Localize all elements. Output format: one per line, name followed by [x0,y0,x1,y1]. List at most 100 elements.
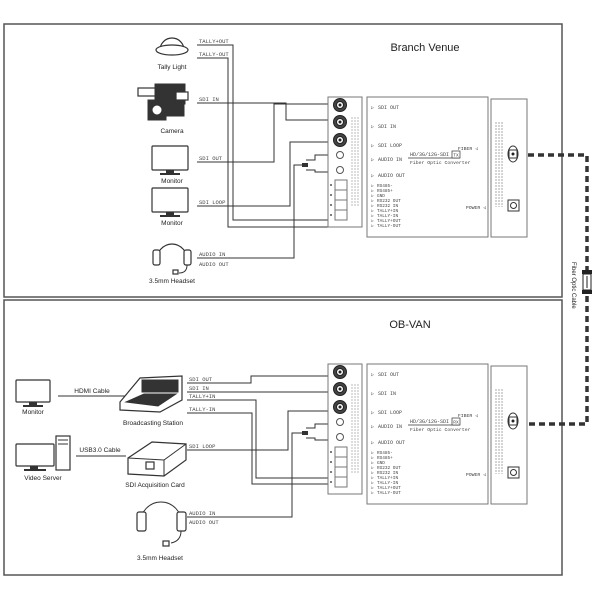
audio-jack [336,166,344,174]
converter-badge [451,150,461,159]
wire-label: TALLY+IN [189,393,215,400]
bnc-connector [333,115,347,129]
port-marker-icon: ▷ [371,451,374,456]
terminal-label: TALLY+IN [377,209,398,214]
bnc-connector [333,98,347,112]
port-label: SDI OUT [378,105,399,111]
audio-jack [336,151,344,159]
terminal-label: TALLY-OUT [377,491,401,496]
port-marker-icon: ▷ [371,424,374,430]
wire-label: SDI LOOP [199,199,225,206]
terminal-label: RS232 OUT [377,199,401,204]
port-label: AUDIO OUT [378,173,405,179]
port-marker-icon: ▷ [371,410,374,416]
converter-model: HD/3G/12G-SDI [410,152,449,158]
camera-icon [137,83,189,121]
device-label: Monitor [161,220,184,227]
terminal-label: RS232 IN [377,204,398,209]
port-marker-icon: ▷ [371,481,374,486]
converter-badge-text: TX [453,153,459,159]
branch-wiring [197,44,328,259]
ob-van-title: OB-VAN [389,319,430,331]
port-label: SDI LOOP [378,410,402,416]
bnc-connector [333,382,347,396]
converter-rear-panel [490,98,528,238]
wire-label: AUDIO IN [199,251,225,258]
port-label: AUDIO IN [378,424,402,430]
port-marker-icon: ▷ [371,124,374,130]
port-marker-icon: ▷ [371,204,374,209]
port-label: SDI LOOP [378,143,402,149]
converter-model: HD/3G/12G-SDI [410,419,449,425]
device-label: Tally Light [158,64,187,71]
port-marker-icon: ▷ [371,471,374,476]
port-marker-icon: ▷ [371,391,374,397]
device-label: Video Server [24,475,62,482]
ob-van-frame [3,299,563,576]
wire-label: SDI LOOP [189,443,215,450]
cable-label: HDMI Cable [74,388,110,395]
converter-front-panel [366,96,489,238]
port-marker-icon: ▷ [371,143,374,149]
port-marker-icon: ▷ [371,224,374,229]
terminal-label: TALLY+OUT [377,219,401,224]
headset-icon [152,243,192,275]
port-label: AUDIO IN [378,157,402,163]
port-marker-icon: ▷ [371,372,374,378]
port-marker-icon: ▷ [371,189,374,194]
port-marker-icon: ▷ [371,199,374,204]
converter-subtitle: Fiber Optic Converter [410,427,471,433]
cable-label: USB3.0 Cable [79,447,121,454]
port-label: SDI OUT [378,372,399,378]
wire-label: TALLY+OUT [199,38,229,45]
port-marker-icon: ▷ [371,456,374,461]
terminal-label: TALLY-OUT [377,224,401,229]
terminal-label: RS485- [377,184,393,189]
monitor-icon [15,379,51,407]
device-label: 3.5mm Headset [149,278,195,285]
tx-fiber-converter: ▷SDI OUT▷SDI IN▷SDI LOOP▷AUDIO IN▷AUDIO … [327,96,528,238]
port-marker-icon: ▷ [371,209,374,214]
terminal-label: TALLY+OUT [377,486,401,491]
terminal-label: RS485+ [377,456,393,461]
bnc-connector [333,400,347,414]
wire-label: TALLY-IN [189,406,215,413]
monitor-icon [151,187,189,217]
converter-rear-panel [490,365,528,505]
rx-fiber-converter: ▷SDI OUT▷SDI IN▷SDI LOOP▷AUDIO IN▷AUDIO … [327,363,528,505]
terminal-label: TALLY+IN [377,476,398,481]
audio-jack [336,418,344,426]
device-label: 3.5mm Headset [137,555,183,562]
wire-label: TALLY-OUT [199,51,229,58]
terminal-label: GND [377,194,385,199]
branch-venue-title: Branch Venue [390,42,459,54]
port-marker-icon: ▷ [371,491,374,496]
port-marker-icon: ▷ [371,157,374,163]
monitor-icon [151,145,189,175]
device-label: SDI Acquisition Card [125,482,185,489]
device-label: Monitor [161,178,184,185]
tally-light-icon [155,37,189,56]
ob-van-wiring [187,375,328,518]
wire-label: AUDIO OUT [199,261,229,268]
port-marker-icon: ▷ [371,440,374,446]
port-marker-icon: ▷ [371,105,374,111]
fiber-connector-icon [507,145,519,163]
port-marker-icon: ▷ [371,184,374,189]
video-server-icon [15,435,71,471]
fiber-optic-cable [528,153,592,426]
fiber-port-label: FIBER ◁ [458,413,478,419]
fiber-cable-label: Fiber Optic Cable [570,262,576,309]
capture-card-icon [127,441,187,477]
fiber-port-label: FIBER ◁ [458,146,478,152]
port-marker-icon: ▷ [371,461,374,466]
port-marker-icon: ▷ [371,214,374,219]
power-socket-icon [507,199,520,212]
converter-badge-text: RX [453,420,459,426]
port-marker-icon: ▷ [371,194,374,199]
terminal-label: RS485+ [377,189,393,194]
terminal-label: RS485- [377,451,393,456]
terminal-label: TALLY-IN [377,481,398,486]
branch-venue-frame [3,23,563,298]
port-marker-icon: ▷ [371,219,374,224]
